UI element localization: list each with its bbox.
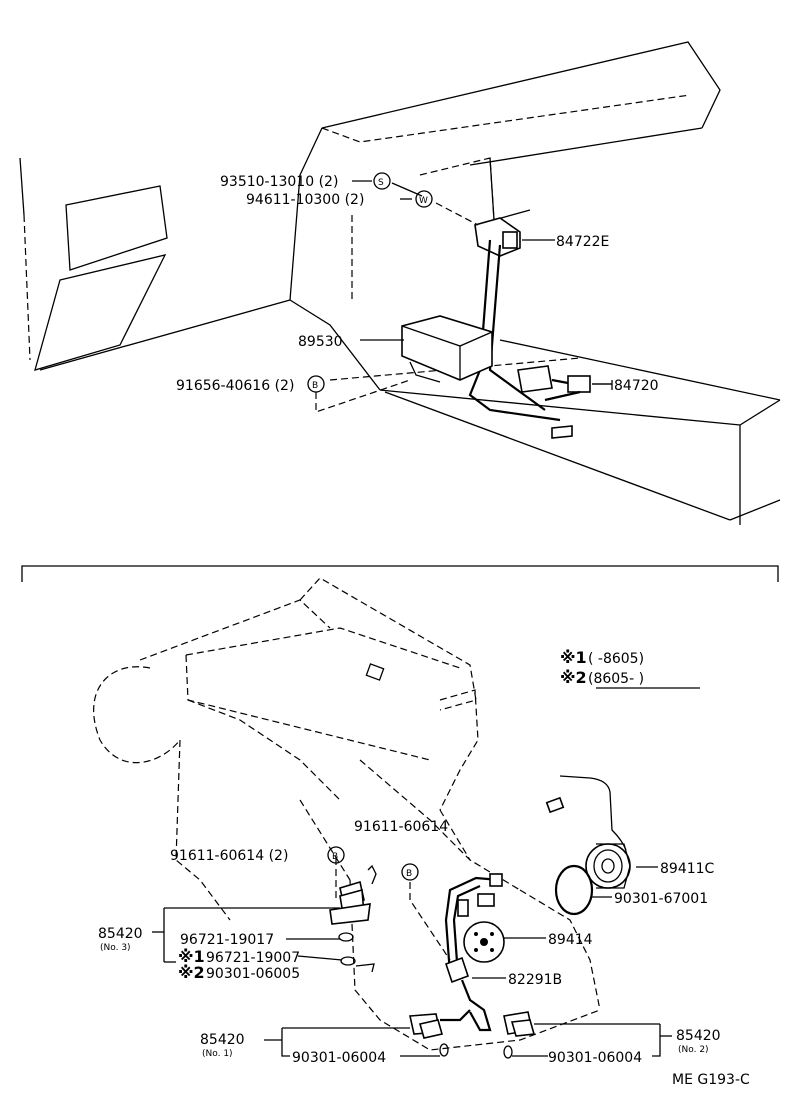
label-90301-06004-left: 90301-06004 xyxy=(292,1050,386,1066)
bottom-leaders xyxy=(152,858,672,1057)
svg-text:B: B xyxy=(406,869,412,879)
label-91611-60614-2: 91611-60614 (2) xyxy=(170,848,288,864)
top-leaders xyxy=(315,180,613,413)
label-85420-no1: 85420 xyxy=(200,1032,245,1048)
footer-code: ME G193-C xyxy=(672,1072,750,1088)
harness-82291b xyxy=(440,873,503,1032)
label-85420-no3: 85420 xyxy=(98,926,143,942)
section-divider xyxy=(21,565,779,582)
engine-outline xyxy=(93,577,601,1051)
symbol-w: W xyxy=(415,190,433,208)
gear-89414 xyxy=(463,921,505,963)
label-85420-no2: 85420 xyxy=(676,1028,721,1044)
symbol-s: S xyxy=(373,172,391,190)
label-84720: 84720 xyxy=(614,378,659,394)
symbol-b-center: B xyxy=(401,863,419,881)
label-89414: 89414 xyxy=(548,932,593,948)
svg-text:B: B xyxy=(332,852,338,862)
label-93510-13010: 93510-13010 (2) xyxy=(220,174,338,190)
label-84722e: 84722E xyxy=(556,234,609,250)
label-no3: (No. 3) xyxy=(100,943,131,953)
label-91656-40616: 91656-40616 (2) xyxy=(176,378,294,394)
connector-84720 xyxy=(517,365,591,439)
solenoid-no1 xyxy=(409,1013,449,1057)
svg-text:W: W xyxy=(419,196,428,206)
note1-text: ( -8605) xyxy=(588,651,644,667)
connector-84722e xyxy=(468,217,561,422)
solenoid-no2 xyxy=(503,1011,536,1059)
note-legend: ※1 ( -8605) ※2 (8605- ) xyxy=(560,648,700,689)
label-96721-19007: 96721-19007 xyxy=(206,950,300,966)
label-no2: (No. 2) xyxy=(678,1045,709,1055)
mark-1: ※1 xyxy=(178,947,205,966)
mark-2: ※2 xyxy=(178,963,205,982)
label-90301-67001: 90301-67001 xyxy=(614,891,708,907)
solenoid-no3 xyxy=(329,864,377,973)
label-82291b: 82291B xyxy=(508,972,562,988)
label-90301-06005: 90301-06005 xyxy=(206,966,300,982)
label-94611-10300: 94611-10300 (2) xyxy=(246,192,364,208)
note2-mark: ※2 xyxy=(560,668,587,687)
svg-text:S: S xyxy=(378,178,384,188)
svg-text:B: B xyxy=(312,381,318,391)
symbol-b-left: B xyxy=(327,846,345,864)
symbol-b-top: B xyxy=(307,375,325,393)
o-ring-90301-67001 xyxy=(554,864,594,916)
label-89530: 89530 xyxy=(298,334,343,350)
label-89411c: 89411C xyxy=(660,861,715,877)
note1-mark: ※1 xyxy=(560,648,587,667)
label-96721-19017: 96721-19017 xyxy=(180,932,274,948)
cruise-computer-89530 xyxy=(401,315,493,383)
label-no1: (No. 1) xyxy=(202,1049,233,1059)
speed-sensor-89411c xyxy=(545,775,631,889)
vehicle-body-outline xyxy=(19,41,781,525)
note2-text: (8605- ) xyxy=(588,671,644,687)
label-91611-60614: 91611-60614 xyxy=(354,819,448,835)
label-90301-06004-right: 90301-06004 xyxy=(548,1050,642,1066)
